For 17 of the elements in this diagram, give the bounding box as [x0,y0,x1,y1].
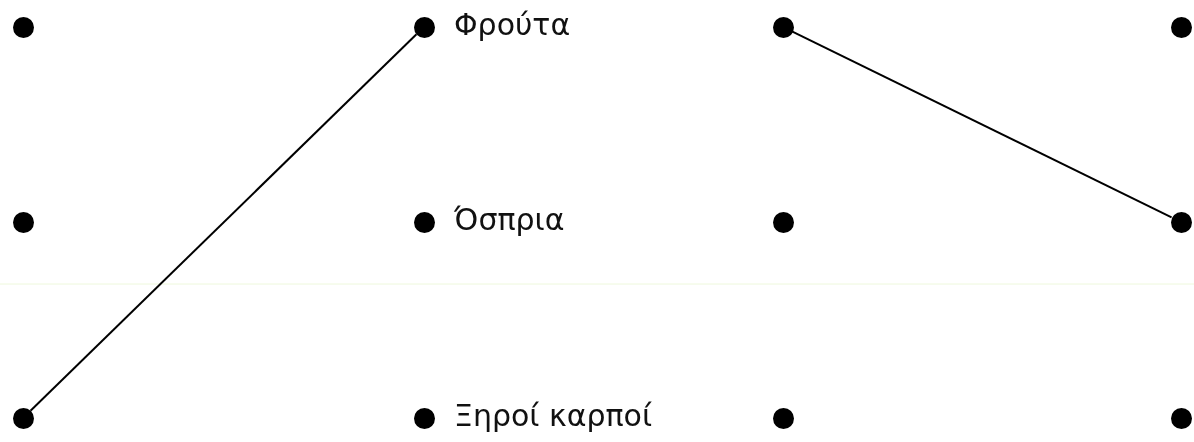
item-label: Όσπρια [454,202,565,238]
dot-marker [1170,16,1192,38]
connecting-line [791,30,1173,219]
item-label: Ξηροί καρποί [454,398,653,434]
dot-marker [12,211,34,233]
connecting-line [29,33,418,412]
dot-marker [772,407,794,429]
dot-marker [12,16,34,38]
dot-marker [772,16,794,38]
dot-marker [1170,211,1192,233]
dot-marker [12,407,34,429]
dot-marker [413,407,435,429]
dot-marker [413,16,435,38]
dot-marker [772,211,794,233]
dot-marker [1170,407,1192,429]
item-label: Φρούτα [454,7,571,43]
dot-marker [413,211,435,233]
